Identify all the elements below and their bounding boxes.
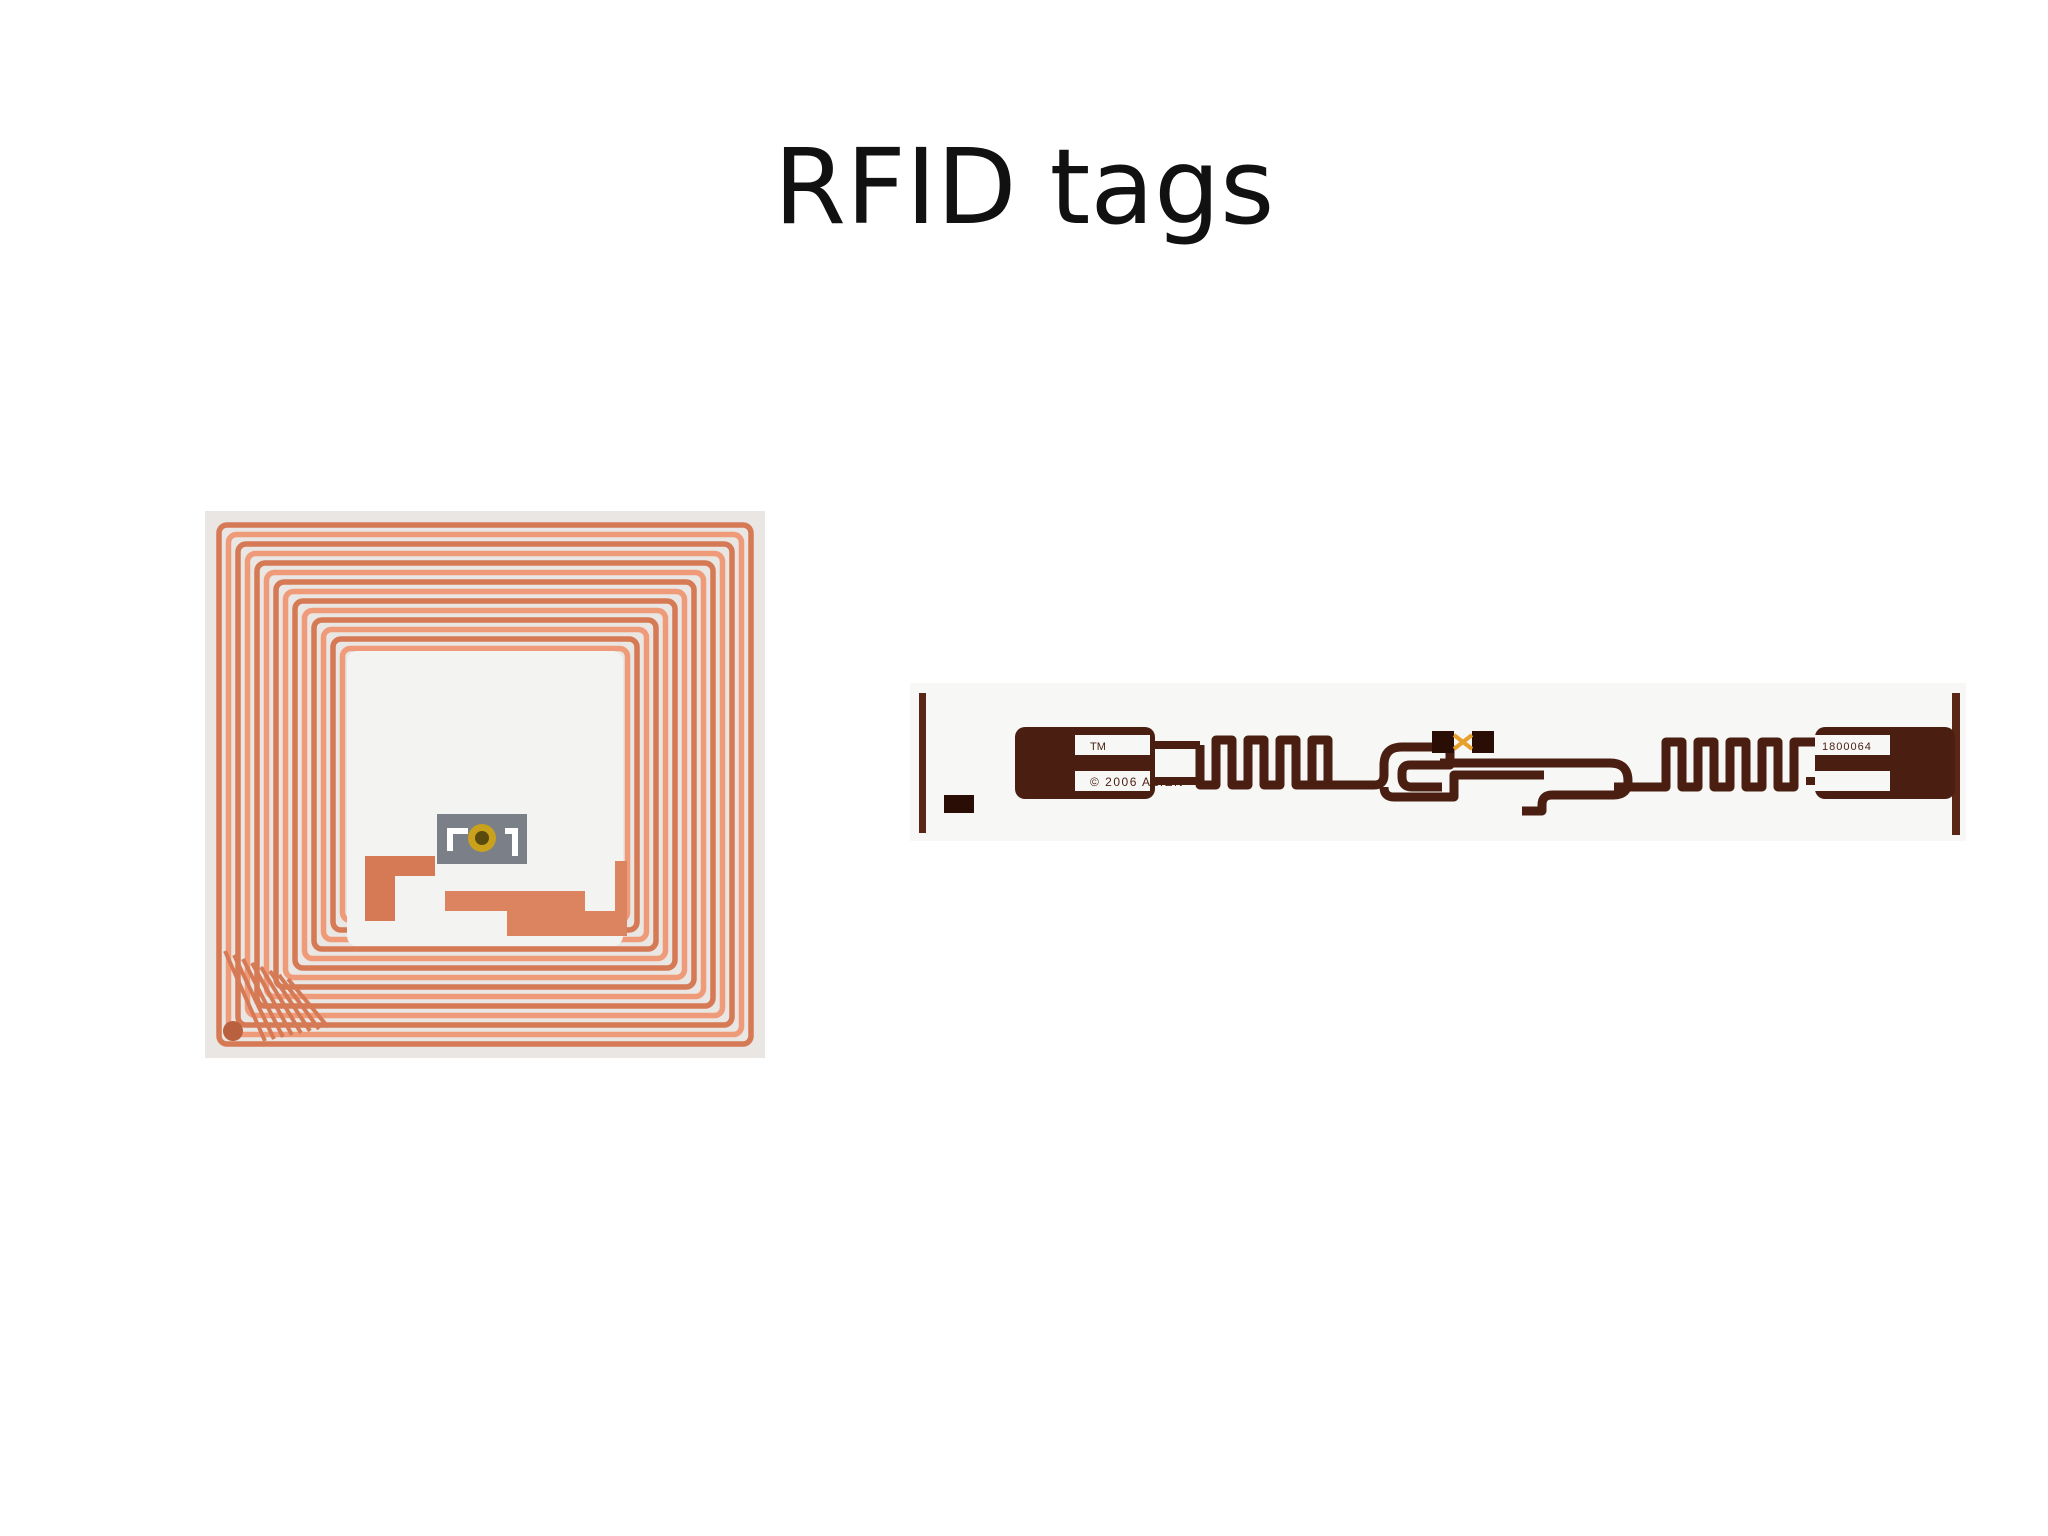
serial-number-label: 1800064 [1822, 741, 1872, 753]
registration-mark [944, 795, 974, 813]
coil-turn [311, 617, 659, 952]
right-cut-mark [1952, 693, 1960, 835]
square-coil-antenna-icon [216, 522, 754, 1047]
coil-turn [282, 588, 688, 981]
coil-turn [244, 550, 726, 1019]
bridge-pad-right [445, 861, 627, 936]
hf-rfid-tag-image [205, 511, 765, 1058]
coil-lead-trace [232, 954, 276, 1040]
coil-turn [216, 522, 754, 1047]
coil-lead-trace [250, 962, 294, 1036]
dipole-antenna-icon [1015, 727, 1955, 816]
coil-turn [225, 531, 745, 1038]
coil-lead-trace [277, 973, 321, 1031]
coil-lead-trace [259, 965, 303, 1035]
coil-turn [235, 541, 735, 1028]
bridge-pad-left [365, 856, 435, 921]
coil-turn [292, 598, 678, 971]
coil-lead-trace [268, 969, 312, 1033]
chip-icon [1432, 731, 1494, 753]
coil-turn [301, 607, 669, 962]
coil-turn [263, 569, 707, 1000]
slide-title: RFID tags [773, 126, 1275, 248]
coil-turn [254, 560, 716, 1009]
coil-lead-trace [241, 958, 285, 1038]
uhf-rfid-tag-image: TM © 2006 ALIEN 1800064 [910, 683, 1966, 841]
coil-lead-trace [223, 950, 267, 1042]
corner-via [223, 1021, 243, 1041]
coil-lead-trace [286, 977, 330, 1029]
left-cut-mark [919, 693, 926, 833]
coil-turn [273, 579, 697, 990]
copyright-label: © 2006 ALIEN [1090, 775, 1184, 789]
trademark-label: TM [1090, 741, 1106, 753]
